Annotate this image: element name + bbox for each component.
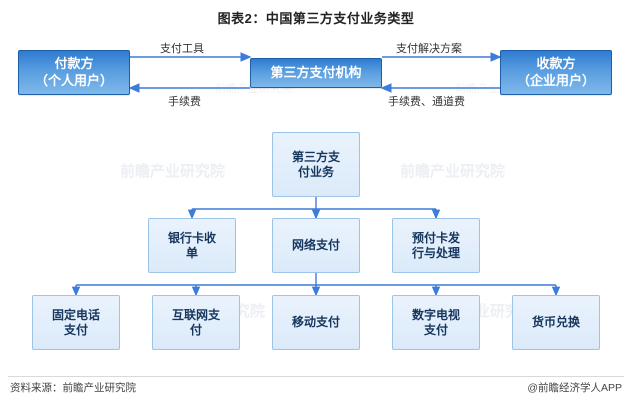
node-l3-4-line1: 货币兑换 xyxy=(531,315,580,329)
node-root-line1: 第三方支 xyxy=(291,149,340,164)
node-payer-line2: （个人用户） xyxy=(34,72,113,88)
node-payer-line1: 付款方 xyxy=(54,56,94,72)
edge-label-payee-to-center: 手续费、通道费 xyxy=(388,96,465,108)
node-currency-exchange[interactable]: 货币兑换 xyxy=(512,295,600,350)
node-l2-2-line2: 行与处理 xyxy=(411,245,460,260)
node-payer[interactable]: 付款方 （个人用户） xyxy=(18,50,130,95)
node-l3-1-line2: 付 xyxy=(189,322,202,337)
node-prepaid-card-issuing[interactable]: 预付卡发 行与处理 xyxy=(392,218,480,273)
node-third-party-institution-label: 第三方支付机构 xyxy=(270,64,362,80)
source-note: 资料来源：前瞻产业研究院 xyxy=(10,382,136,394)
node-third-party-institution[interactable]: 第三方支付机构 xyxy=(250,58,382,88)
edge-label-center-to-payee: 支付解决方案 xyxy=(396,43,462,55)
node-payee-line1: 收款方 xyxy=(536,56,576,72)
node-root-line2: 付业务 xyxy=(297,164,334,179)
node-root-third-party-payment-business[interactable]: 第三方支 付业务 xyxy=(272,132,360,197)
node-l2-0-line2: 单 xyxy=(185,245,198,260)
node-internet-payment[interactable]: 互联网支 付 xyxy=(152,295,240,350)
edge-label-center-to-payer: 手续费 xyxy=(168,96,201,108)
footer-divider xyxy=(8,376,624,377)
node-bank-card-acquiring[interactable]: 银行卡收 单 xyxy=(148,218,236,273)
node-l3-2-line1: 移动支付 xyxy=(291,315,340,329)
node-payee-line2: （企业用户） xyxy=(516,72,595,88)
node-l3-0-line1: 固定电话 xyxy=(51,307,100,322)
node-mobile-payment[interactable]: 移动支付 xyxy=(272,295,360,350)
node-l3-3-line2: 支付 xyxy=(423,322,448,337)
node-digital-tv-payment[interactable]: 数字电视 支付 xyxy=(392,295,480,350)
node-l3-3-line1: 数字电视 xyxy=(411,307,460,322)
page-title: 图表2：中国第三方支付业务类型 xyxy=(217,11,415,26)
node-payee[interactable]: 收款方 （企业用户） xyxy=(500,50,612,95)
node-l2-0-line1: 银行卡收 xyxy=(167,230,216,245)
credit-note: @前瞻经济学人APP xyxy=(527,382,622,394)
node-network-payment[interactable]: 网络支付 xyxy=(272,218,360,273)
node-l2-2-line1: 预付卡发 xyxy=(411,230,460,245)
edge-label-payer-to-center: 支付工具 xyxy=(160,43,204,55)
node-fixed-phone-payment[interactable]: 固定电话 支付 xyxy=(32,295,120,350)
node-l3-1-line1: 互联网支 xyxy=(171,307,220,322)
node-l2-1-line1: 网络支付 xyxy=(291,238,340,252)
node-l3-0-line2: 支付 xyxy=(63,322,88,337)
